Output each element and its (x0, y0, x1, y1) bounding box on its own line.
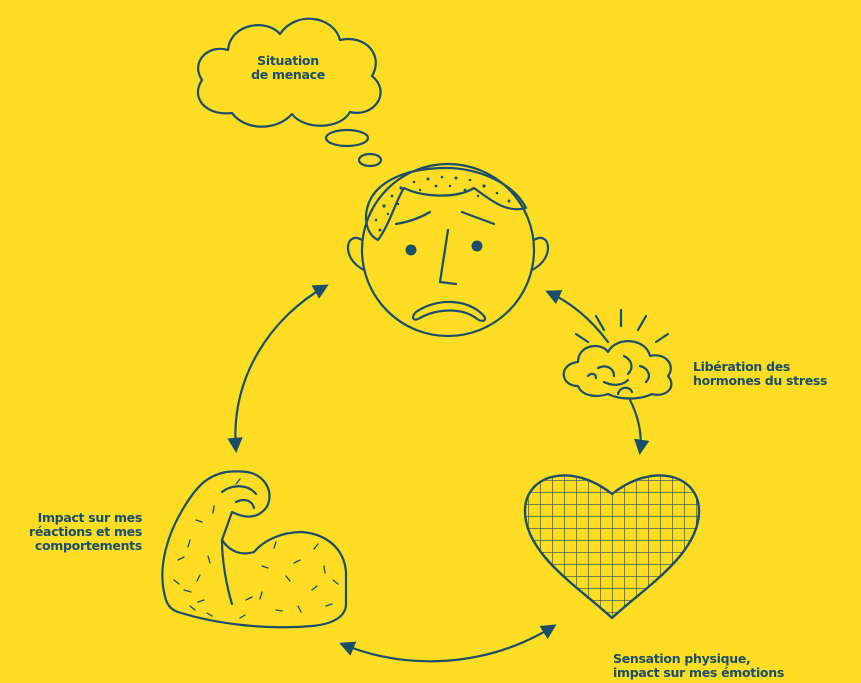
arm-label-line-2: réactions et mes (29, 525, 142, 539)
thought-cloud-icon (198, 19, 381, 166)
worried-face-icon (348, 164, 548, 336)
heart-icon (525, 475, 699, 618)
cloud-label-line-2: de menace (238, 68, 338, 82)
arrow-brain-heart (630, 400, 641, 452)
brain-label-line-2: hormones du stress (693, 374, 827, 388)
cloud-label: Situation de menace (238, 54, 338, 82)
arm-label-line-1: Impact sur mes (29, 511, 142, 525)
cloud-label-line-1: Situation (238, 54, 338, 68)
arrow-heart-arm (342, 626, 554, 661)
arrow-face-arm (235, 286, 326, 450)
brain-label: Libération des hormones du stress (693, 360, 827, 388)
brain-label-line-1: Libération des (693, 360, 827, 374)
flexed-arm-icon (162, 471, 346, 627)
brain-icon (564, 310, 672, 399)
heart-label-line-1: Sensation physique, (613, 652, 784, 666)
arm-label-line-3: comportements (29, 539, 142, 553)
arm-label: Impact sur mes réactions et mes comporte… (29, 511, 142, 553)
heart-label: Sensation physique, impact sur mes émoti… (613, 652, 784, 680)
heart-label-line-2: impact sur mes émotions (613, 666, 784, 680)
